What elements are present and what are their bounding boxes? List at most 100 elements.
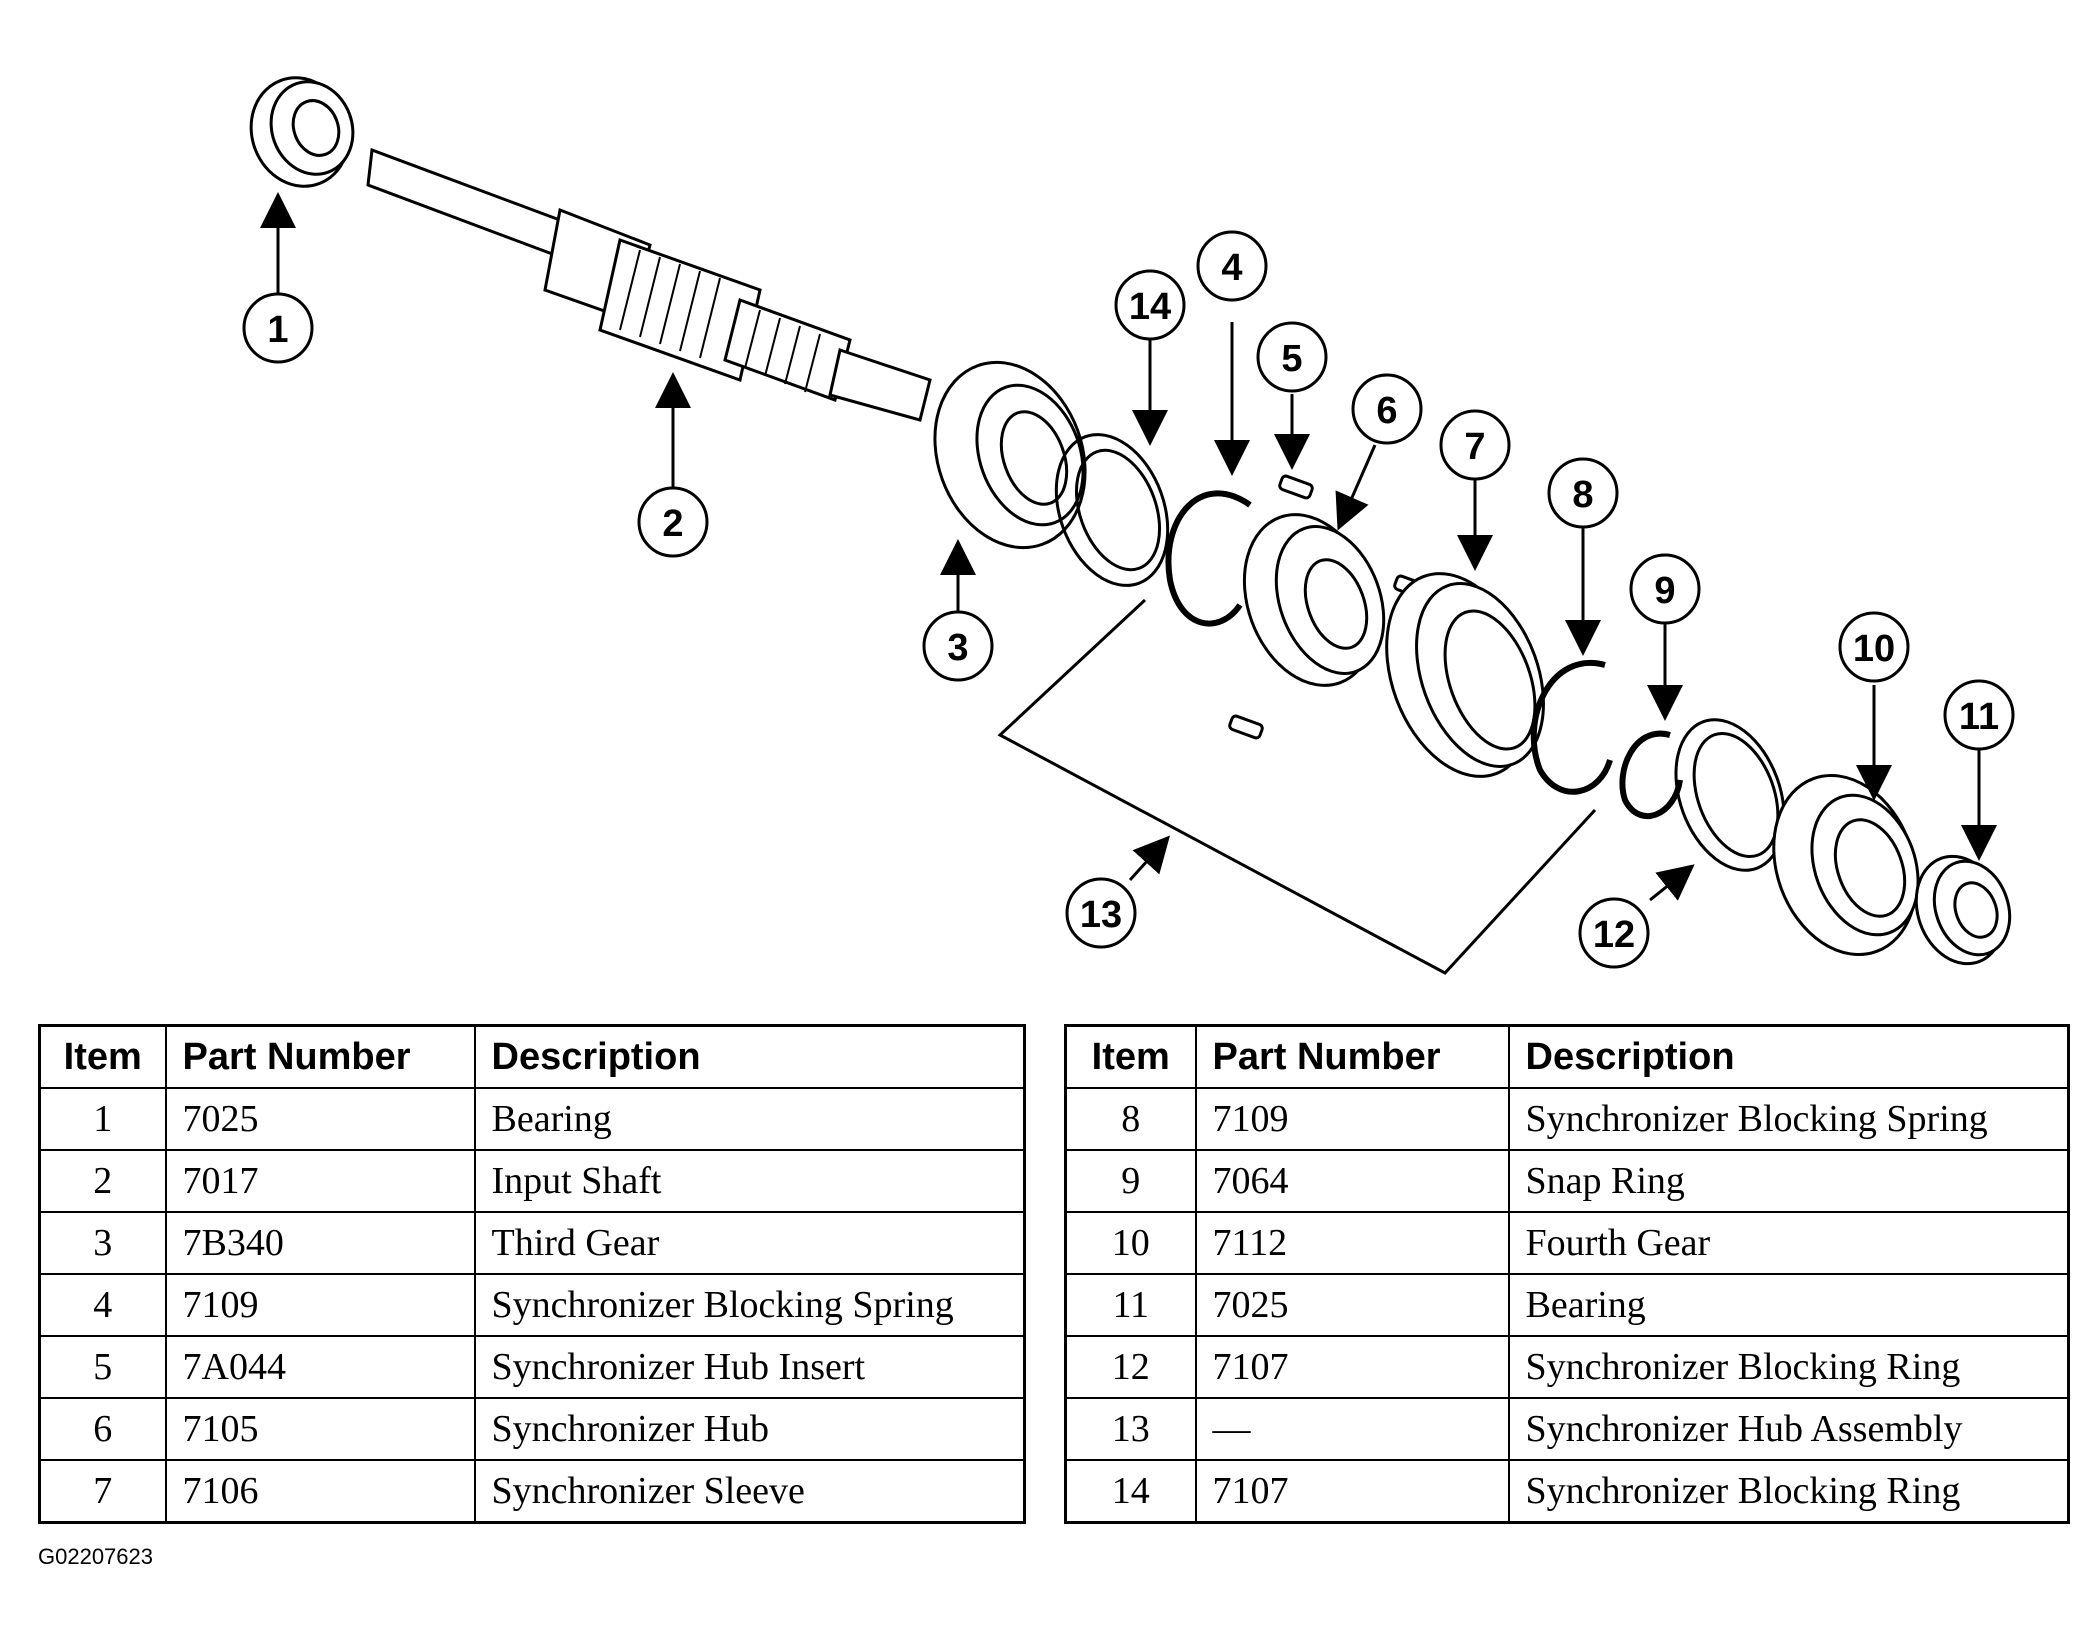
svg-text:8: 8	[1572, 474, 1593, 516]
item-cell: 10	[1064, 1211, 1197, 1275]
part-number-cell: 7025	[1194, 1273, 1510, 1337]
part-number-cell: 7109	[164, 1273, 476, 1337]
description-column-header: Description	[1507, 1024, 2070, 1089]
input-shaft-part	[366, 147, 932, 422]
table-header-row: Item Part Number Description	[38, 1024, 1026, 1089]
item-cell: 7	[38, 1459, 167, 1524]
item-cell: 12	[1064, 1335, 1197, 1399]
callout-7: 7	[1439, 409, 1511, 481]
part-number-cell: 7107	[1194, 1335, 1510, 1399]
description-cell: Input Shaft	[473, 1149, 1026, 1213]
bearing-1-part	[249, 76, 355, 188]
part-number-cell: 7106	[164, 1459, 476, 1524]
description-cell: Synchronizer Hub	[473, 1397, 1026, 1461]
description-cell: Snap Ring	[1507, 1149, 2070, 1213]
callout-9: 9	[1629, 553, 1701, 625]
item-cell: 9	[1064, 1149, 1197, 1213]
third-gear-part	[933, 360, 1087, 550]
description-cell: Synchronizer Blocking Spring	[1507, 1087, 2070, 1151]
svg-text:10: 10	[1853, 628, 1895, 670]
callout-6: 6	[1351, 373, 1423, 445]
svg-text:7: 7	[1464, 426, 1485, 468]
part-number-cell: 7109	[1194, 1087, 1510, 1151]
callout-4: 4	[1196, 230, 1268, 302]
blocking-ring-14-part	[1054, 433, 1170, 587]
synchronizer-hub-part	[1242, 513, 1386, 687]
blocking-spring-4-part	[1165, 490, 1252, 627]
part-number-cell: 7017	[164, 1149, 476, 1213]
blocking-ring-12-part	[1674, 718, 1786, 872]
item-cell: 5	[38, 1335, 167, 1399]
description-cell: Synchronizer Hub Insert	[473, 1335, 1026, 1399]
item-cell: 2	[38, 1149, 167, 1213]
part-number-cell: 7107	[1194, 1459, 1510, 1524]
svg-text:4: 4	[1221, 247, 1242, 289]
description-cell: Bearing	[473, 1087, 1026, 1151]
callout-10: 10	[1838, 611, 1910, 683]
blocking-spring-8-part	[1530, 660, 1613, 795]
part-number-cell: 7112	[1194, 1211, 1510, 1275]
figure-code: G02207623	[38, 1544, 153, 1569]
exploded-view-diagram: 1 2 3 4 5 6 7 8 9 10 11 12	[242, 76, 2015, 975]
svg-text:13: 13	[1080, 894, 1122, 936]
part-number-cell: 7064	[1194, 1149, 1510, 1213]
item-cell: 1	[38, 1087, 167, 1151]
callout-13: 13	[1065, 877, 1137, 949]
svg-text:11: 11	[1959, 696, 1999, 738]
fourth-gear-part	[1772, 773, 1920, 957]
item-cell: 11	[1064, 1273, 1197, 1337]
bearing-11-part	[1914, 854, 2012, 966]
part-number-column-header: Part Number	[1194, 1024, 1510, 1089]
leader-lines	[260, 192, 1997, 902]
callout-5: 5	[1256, 321, 1328, 393]
description-cell: Third Gear	[473, 1211, 1026, 1275]
svg-text:12: 12	[1593, 914, 1635, 956]
svg-text:14: 14	[1129, 286, 1171, 328]
table-row: 13—Synchronizer Hub Assembly	[1064, 1397, 2070, 1461]
snap-ring-part	[1619, 730, 1683, 820]
description-cell: Synchronizer Blocking Ring	[1507, 1459, 2070, 1524]
callout-8: 8	[1547, 457, 1619, 529]
callout-2: 2	[637, 486, 709, 558]
item-cell: 4	[38, 1273, 167, 1337]
part-number-cell: 7025	[164, 1087, 476, 1151]
description-column-header: Description	[473, 1024, 1026, 1089]
description-cell: Fourth Gear	[1507, 1211, 2070, 1275]
svg-text:5: 5	[1281, 338, 1302, 380]
callout-11: 11	[1943, 679, 2015, 751]
svg-text:3: 3	[947, 627, 968, 669]
description-cell: Synchronizer Sleeve	[473, 1459, 1026, 1524]
item-column-header: Item	[1064, 1024, 1197, 1089]
item-cell: 8	[1064, 1087, 1197, 1151]
callout-1: 1	[242, 292, 314, 364]
svg-text:1: 1	[267, 309, 288, 351]
part-number-cell: —	[1194, 1397, 1510, 1461]
item-cell: 13	[1064, 1397, 1197, 1461]
description-cell: Bearing	[1507, 1273, 2070, 1337]
table-header-row: Item Part Number Description	[1064, 1024, 2070, 1089]
description-cell: Synchronizer Blocking Ring	[1507, 1335, 2070, 1399]
part-number-column-header: Part Number	[164, 1024, 476, 1089]
callout-3: 3	[922, 610, 994, 682]
item-cell: 3	[38, 1211, 167, 1275]
item-cell: 14	[1064, 1459, 1197, 1524]
svg-text:6: 6	[1376, 390, 1397, 432]
part-number-cell: 7B340	[164, 1211, 476, 1275]
part-number-cell: 7105	[164, 1397, 476, 1461]
callout-12: 12	[1578, 897, 1650, 969]
svg-text:2: 2	[662, 503, 683, 545]
